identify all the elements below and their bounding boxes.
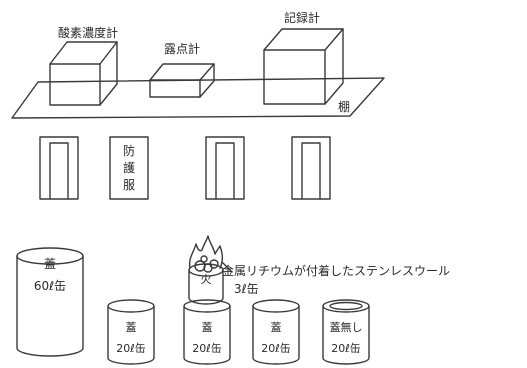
can-60l: [16, 247, 84, 357]
oxygen-meter-box: [49, 41, 118, 106]
can-60l-size-label: 60ℓ缶: [34, 279, 66, 293]
can-3l-size-label: 3ℓ缶: [234, 282, 259, 296]
can-20l-4-open: [322, 299, 370, 365]
fire-label: 火: [201, 273, 212, 286]
annotation-leader-line: [221, 261, 233, 273]
protective-clothing-char-3: 服: [123, 178, 135, 192]
can-20l-1: [107, 299, 155, 365]
can-20l-2-lid-label: 蓋: [202, 321, 213, 334]
shelf: [11, 77, 385, 119]
can-60l-lid-label: 蓋: [44, 257, 56, 271]
can-20l-3: [252, 299, 300, 365]
can-20l-4-lid-label: 蓋無し: [330, 320, 363, 334]
protective-clothing-char-1: 防: [123, 143, 135, 158]
recorder-box: [263, 28, 344, 105]
recorder-label: 記録計: [284, 10, 320, 25]
can-20l-2: [183, 299, 231, 365]
stainless-wool-icon: [194, 255, 219, 273]
annotation-text: 金属リチウムが付着したステンレスウール: [222, 263, 450, 278]
can-20l-1-size-label: 20ℓ缶: [116, 341, 146, 355]
protective-clothing: 防 護 服: [109, 136, 149, 200]
shelf-label: 棚: [338, 99, 350, 114]
can-20l-1-lid-label: 蓋: [126, 321, 137, 334]
hanging-item-3: [205, 136, 245, 200]
can-20l-3-lid-label: 蓋: [271, 321, 282, 334]
can-20l-4-size-label: 20ℓ缶: [331, 341, 361, 355]
hanging-item-4: [291, 136, 331, 200]
dew-point-meter-box: [149, 63, 215, 98]
protective-clothing-char-2: 護: [123, 160, 135, 175]
dew-point-meter-label: 露点計: [164, 41, 200, 56]
can-20l-3-size-label: 20ℓ缶: [261, 341, 291, 355]
oxygen-meter-label: 酸素濃度計: [58, 25, 118, 40]
fire-flame-icon: [188, 235, 223, 269]
hanging-item-1: [39, 136, 79, 200]
can-20l-2-size-label: 20ℓ缶: [192, 341, 222, 355]
